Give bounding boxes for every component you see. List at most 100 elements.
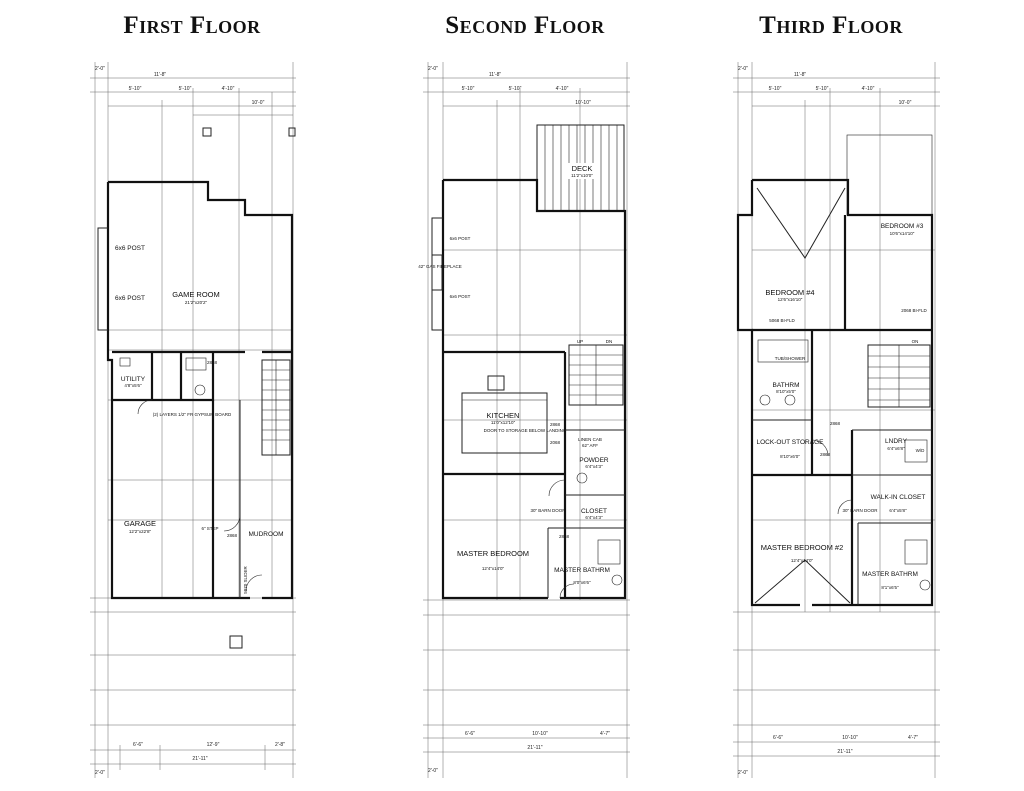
ff-post-2: 6x6 POST	[115, 295, 145, 302]
lockout-label: LOCK-OUT STORAGE	[757, 439, 825, 446]
garage-size: 12'2"x22'8"	[129, 529, 152, 534]
tf-dim-top-6: 2'-0"	[738, 66, 748, 72]
tf-bath-label: BATHRM	[773, 382, 800, 389]
ff-door-2: 2868	[227, 533, 238, 538]
sf-dim-bot-2: 10'-10"	[532, 731, 548, 737]
dim-top-1: 11'-8"	[154, 72, 167, 78]
tf-tub-note: TUB/SHOWER	[775, 356, 806, 361]
mudroom-label: MUDROOM	[248, 531, 283, 538]
ff-slider-note: 5070 SLIDER	[243, 565, 248, 593]
tf-dim-bot-3: 4'-7"	[908, 735, 918, 741]
linen-label: LINEN CAB	[578, 437, 602, 442]
closet-label: CLOSET	[581, 508, 607, 515]
tf-on: ON	[912, 339, 919, 344]
sf-dim-top-2: 5'-10"	[462, 86, 475, 92]
laundry-label: LNDRY	[885, 438, 908, 445]
sf-door-2: 2868	[559, 534, 570, 539]
ff-dim-bot-3: 2'-8"	[275, 742, 285, 748]
deck-size: 11'2"x10'0"	[571, 173, 593, 178]
tf-dim-bot-2: 10'-10"	[842, 735, 858, 741]
tf-barn-door: 30" BARN DOOR	[842, 508, 878, 513]
bedroom4-label: BEDROOM #4	[765, 288, 814, 297]
tf-dim-top-5: 10'-0"	[899, 100, 912, 106]
ff-step-note: 6" STEP	[201, 526, 218, 531]
tf-door-1: 2868	[820, 452, 831, 457]
utility-size: 4'8"x5'6"	[124, 383, 142, 388]
sf-dim-bot-4: 21'-11"	[527, 745, 542, 751]
tf-dim-top-1: 11'-8"	[794, 72, 807, 78]
second-floor-plan: 11'-8" 5'-10" 5'-10" 4'-10" 10'-10" 2'-0…	[418, 62, 630, 778]
ff-door-1: 2868	[207, 360, 218, 365]
tf-master-bedroom-size: 12'4"x14'0"	[791, 558, 814, 563]
garage-label: GARAGE	[124, 519, 156, 528]
sf-dim-top-3: 5'-10"	[509, 86, 522, 92]
utility-label: UTILITY	[121, 376, 146, 383]
sf-dim-bot-5: 2'-0"	[428, 768, 438, 774]
sf-dim-bot-3: 4'-7"	[600, 731, 610, 737]
linen-size: 62" AFF	[582, 443, 598, 448]
bedroom3-size: 10'6"x14'10"	[890, 231, 915, 236]
sf-dim-top-4: 4'-10"	[556, 86, 569, 92]
tf-master-bath-size: 8'1"x6'5"	[881, 585, 899, 590]
tf-dim-top-4: 4'-10"	[862, 86, 875, 92]
tf-master-bath-label: MASTER BATHRM	[862, 571, 918, 578]
tf-dim-bot-1: 6'-6"	[773, 735, 783, 741]
dim-top-6: 2'-0"	[95, 66, 105, 72]
third-floor-title: Third Floor	[759, 12, 903, 39]
walkin-size: 6'4"x5'8"	[889, 508, 907, 513]
tf-door-2: 2868	[830, 421, 841, 426]
sf-master-bedroom-size: 12'4"x14'0"	[482, 566, 505, 571]
tf-dim-bot-4: 21'-11"	[837, 749, 852, 755]
tf-master-bedroom-label: MASTER BEDROOM #2	[761, 543, 844, 552]
dim-top-2: 5'-10"	[129, 86, 142, 92]
ff-post-1: 6x6 POST	[115, 245, 145, 252]
sf-barn-door: 30" BARN DOOR	[530, 508, 566, 513]
sf-dn: DN	[606, 339, 613, 344]
closet-size: 6'4"x4'3"	[585, 515, 603, 520]
bedroom3-label: BEDROOM #3	[881, 223, 924, 230]
sf-fireplace: 42" GAS FIREPLACE	[418, 264, 462, 269]
sf-post-2: 6x6 POST	[450, 236, 471, 241]
sf-master-bath-size: 8'0"x6'6"	[573, 580, 591, 585]
sf-master-bedroom-label: MASTER BEDROOM	[457, 549, 529, 558]
sf-door-1: 2868	[550, 422, 561, 427]
first-floor-plan: 11'-8" 5'-10" 5'-10" 4'-10" 10'-0" 2'-0"	[90, 62, 296, 778]
sf-dim-top-6: 2'-0"	[428, 66, 438, 72]
kitchen-size: 11'0"x12'10"	[491, 420, 516, 425]
bedroom4-size: 12'6"x16'10"	[778, 297, 803, 302]
ff-dim-bot-5: 2'-0"	[95, 770, 105, 776]
tf-dim-bot-5: 2'-0"	[738, 770, 748, 776]
sf-master-bath-label: MASTER BATHRM	[554, 567, 610, 574]
tf-wd: W/D	[916, 448, 925, 453]
first-floor-title: First Floor	[123, 12, 261, 39]
powder-label: POWDER	[579, 457, 609, 464]
laundry-size: 6'4"x6'8"	[887, 446, 905, 451]
dim-top-5: 10'-0"	[252, 100, 265, 106]
dim-top-3: 5'-10"	[179, 86, 192, 92]
powder-size: 6'4"x4'3"	[585, 464, 603, 469]
ff-dim-bot-2: 12'-9"	[207, 742, 220, 748]
game-room-label: GAME ROOM	[172, 290, 220, 299]
sf-post-1: 6x6 POST	[450, 294, 471, 299]
ff-dim-bot-1: 6'-6"	[133, 742, 143, 748]
tf-dim-top-3: 5'-10"	[816, 86, 829, 92]
sf-dim-top-1: 11'-8"	[489, 72, 502, 78]
game-room-size: 21'2"x20'2"	[185, 300, 208, 305]
dim-top-4: 4'-10"	[222, 86, 235, 92]
tf-dim-top-2: 5'-10"	[769, 86, 782, 92]
kitchen-label: KITCHEN	[487, 411, 520, 420]
sf-dim-bot-1: 6'-6"	[465, 731, 475, 737]
sf-up: UP	[577, 339, 583, 344]
sf-storage-note: DOOR TO STORAGE BELOW LANDING	[484, 428, 567, 433]
tf-bath-size: 8'10"x5'0"	[776, 389, 796, 394]
tf-bifold-1: 5068 BI-FLD	[769, 318, 795, 323]
deck-label: DECK	[572, 164, 593, 173]
ff-fire-note: (2) LAYERS 1/2" FR GYPSUM BOARD	[153, 412, 232, 417]
second-floor-title: Second Floor	[445, 12, 605, 39]
sf-door-3: 2068	[550, 440, 561, 445]
ff-dim-bot-4: 21'-11"	[192, 756, 207, 762]
walkin-label: WALK-IN CLOSET	[871, 494, 926, 501]
tf-bifold-2: 2068 BI-FLD	[901, 308, 927, 313]
lockout-size: 8'10"x6'0"	[780, 454, 800, 459]
